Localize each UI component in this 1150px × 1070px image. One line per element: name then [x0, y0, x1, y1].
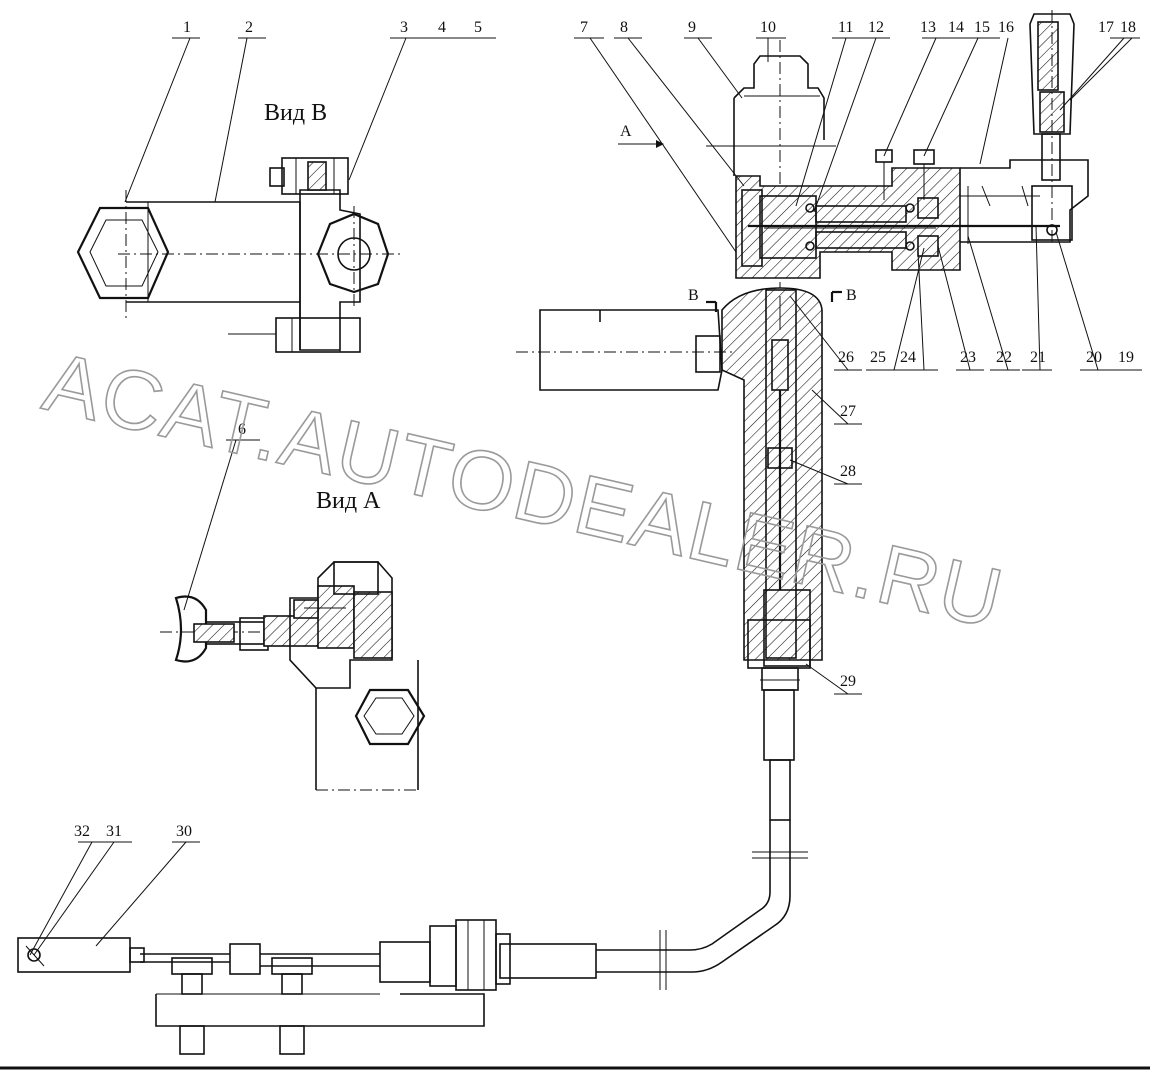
end-cylinder — [17, 937, 131, 973]
cable-sleeve — [499, 943, 597, 979]
callout-23: 23 — [960, 349, 976, 366]
top-bolt — [281, 157, 349, 195]
cable-bend — [596, 870, 771, 951]
callout-21: 21 — [1030, 349, 1046, 366]
bottom-bolt — [275, 317, 361, 353]
main-section-assembly: B B A — [516, 10, 1089, 990]
callout-8: 8 — [620, 19, 628, 36]
callout-13: 13 — [920, 19, 936, 36]
callout-5: 5 — [474, 19, 482, 36]
callout-24: 24 — [900, 349, 916, 366]
view-a-assembly: Вид А 6 — [160, 421, 426, 791]
knob — [174, 595, 208, 663]
section-b-right: B — [846, 287, 857, 304]
callout-11: 11 — [838, 19, 853, 36]
cable-nut-1 — [429, 925, 457, 987]
clamp-arm — [126, 201, 301, 350]
cable-nut-2 — [455, 919, 497, 991]
callout-15: 15 — [974, 19, 990, 36]
callout-25: 25 — [870, 349, 886, 366]
callout-10: 10 — [760, 19, 776, 36]
callout-1: 1 — [183, 19, 191, 36]
callout-30: 30 — [176, 823, 192, 840]
callout-31: 31 — [106, 823, 122, 840]
callout-26: 26 — [838, 349, 854, 366]
callout-12: 12 — [868, 19, 884, 36]
view-b-assembly: Вид В 1 2 3 4 5 — [76, 19, 496, 353]
view-a-title: Вид А — [316, 488, 381, 514]
callout-28: 28 — [840, 463, 856, 480]
callout-14: 14 — [948, 19, 964, 36]
left-box — [539, 309, 723, 391]
left-hex-nut — [76, 206, 170, 300]
horizontal-housing — [735, 167, 961, 279]
callout-4: 4 — [438, 19, 446, 36]
bottom-cable-assembly: 32 31 30 — [17, 823, 597, 1055]
callout-22: 22 — [996, 349, 1012, 366]
clamp-block — [299, 189, 361, 351]
callout-18: 18 — [1120, 19, 1136, 36]
callout-20: 20 — [1086, 349, 1102, 366]
callout-2: 2 — [245, 19, 253, 36]
right-hex-nut — [316, 212, 390, 294]
watermark: ACAT.AUTODEALER.RU — [36, 334, 1012, 646]
main-callouts: 7 8 9 10 11 12 13 14 15 16 17 18 20 19 — [574, 19, 1142, 695]
section-b-left: B — [688, 287, 699, 304]
callout-9: 9 — [688, 19, 696, 36]
callout-32: 32 — [74, 823, 90, 840]
section-a-arrow: A — [620, 123, 632, 140]
view-b-title: Вид В — [264, 100, 327, 126]
callout-17: 17 — [1098, 19, 1114, 36]
callout-27: 27 — [840, 403, 856, 420]
lever-handle — [1029, 13, 1075, 135]
callout-19: 19 — [1118, 349, 1134, 366]
callout-6: 6 — [238, 421, 246, 438]
right-tube — [960, 159, 1089, 243]
mount-bracket — [155, 993, 485, 1027]
callout-29: 29 — [840, 673, 856, 690]
top-cap — [733, 55, 825, 140]
view-a-hex-nut — [354, 688, 426, 746]
vertical-column — [721, 287, 823, 661]
callout-16: 16 — [998, 19, 1014, 36]
callout-3: 3 — [400, 19, 408, 36]
callout-7: 7 — [580, 19, 588, 36]
